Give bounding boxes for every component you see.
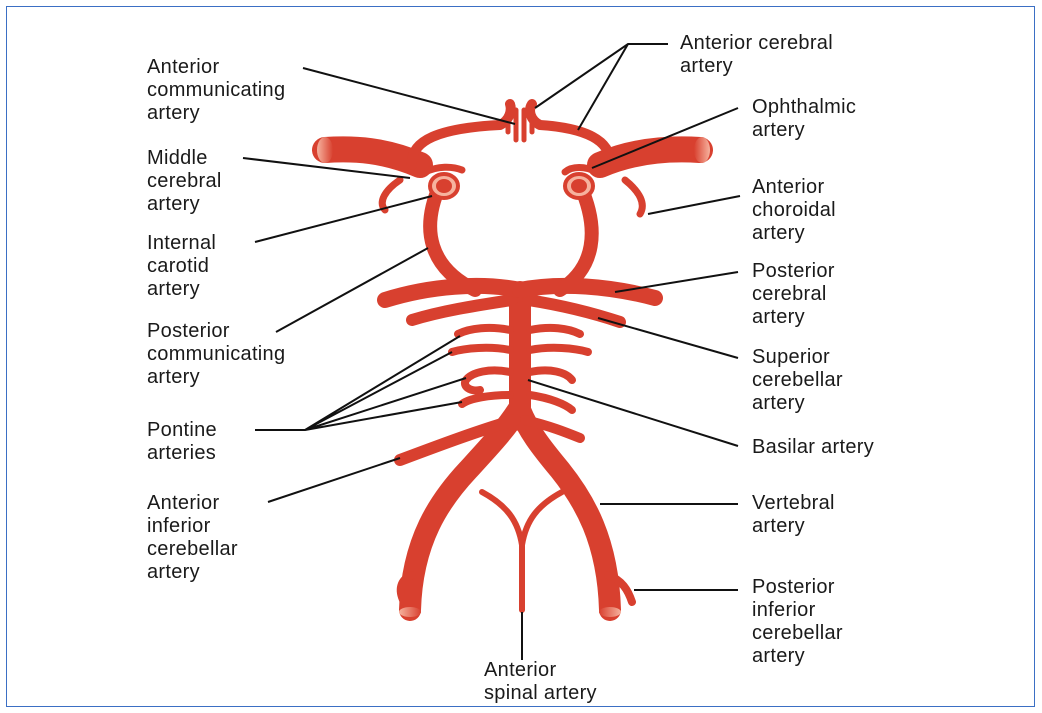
ica-left-lumen (436, 179, 452, 193)
label-basilar-artery: Basilar artery (752, 436, 874, 459)
pontine-r4 (530, 395, 572, 410)
label-superior-cerebellar-artery: Superior cerebellar artery (752, 346, 843, 415)
leader-acomm (303, 68, 515, 124)
leader-achor (648, 196, 740, 214)
mca-right-cut (694, 137, 710, 163)
achor-right (625, 180, 642, 214)
label-internal-carotid-artery: Internal carotid artery (147, 232, 216, 301)
label-posterior-cerebral-artery: Posterior cerebral artery (752, 260, 835, 329)
ica-right-lumen (571, 179, 587, 193)
mca-left-cut (317, 137, 333, 163)
label-vertebral-artery: Vertebral artery (752, 492, 835, 538)
label-pontine-arteries: Pontine arteries (147, 419, 217, 465)
pontine-l1 (458, 328, 510, 334)
label-anterior-spinal-artery: Anterior spinal artery (484, 659, 597, 705)
label-anterior-choroidal-artery: Anterior choroidal artery (752, 176, 836, 245)
pontine-l3 (465, 370, 510, 390)
label-middle-cerebral-artery: Middle cerebral artery (147, 147, 222, 216)
leader-basilar (528, 380, 738, 446)
leader-ica (255, 196, 432, 242)
leader-pontine (255, 336, 466, 430)
mca-left (325, 149, 420, 165)
leader-aca (535, 44, 668, 130)
sca-right (528, 300, 620, 322)
sca-left (412, 300, 512, 320)
vertebral-artery-right (520, 410, 610, 610)
ica-pcomm-left (430, 185, 475, 290)
leader-pca (615, 272, 738, 292)
vert-left-cut (399, 607, 421, 617)
vert-right-cut (599, 607, 621, 617)
label-ophthalmic-artery: Ophthalmic artery (752, 96, 856, 142)
pontine-r1 (530, 328, 580, 334)
ica-pcomm-right (560, 185, 592, 290)
anterior-spinal-artery (482, 492, 562, 610)
pontine-r3 (530, 370, 572, 380)
label-anterior-inferior-cerebellar-artery: Anterior inferior cerebellar artery (147, 492, 238, 584)
pontine-r2 (530, 348, 588, 352)
pontine-l4 (462, 395, 510, 404)
leader-aica (268, 458, 400, 502)
ophth-left (425, 167, 462, 172)
leader-sca (598, 318, 738, 358)
label-posterior-inferior-cerebellar-artery: Posterior inferior cerebellar artery (752, 576, 843, 668)
pontine-l2 (452, 348, 510, 352)
label-anterior-cerebral-artery: Anterior cerebral artery (680, 32, 833, 78)
label-posterior-communicating-artery: Posterior communicating artery (147, 320, 285, 389)
label-anterior-communicating-artery: Anterior communicating artery (147, 56, 285, 125)
